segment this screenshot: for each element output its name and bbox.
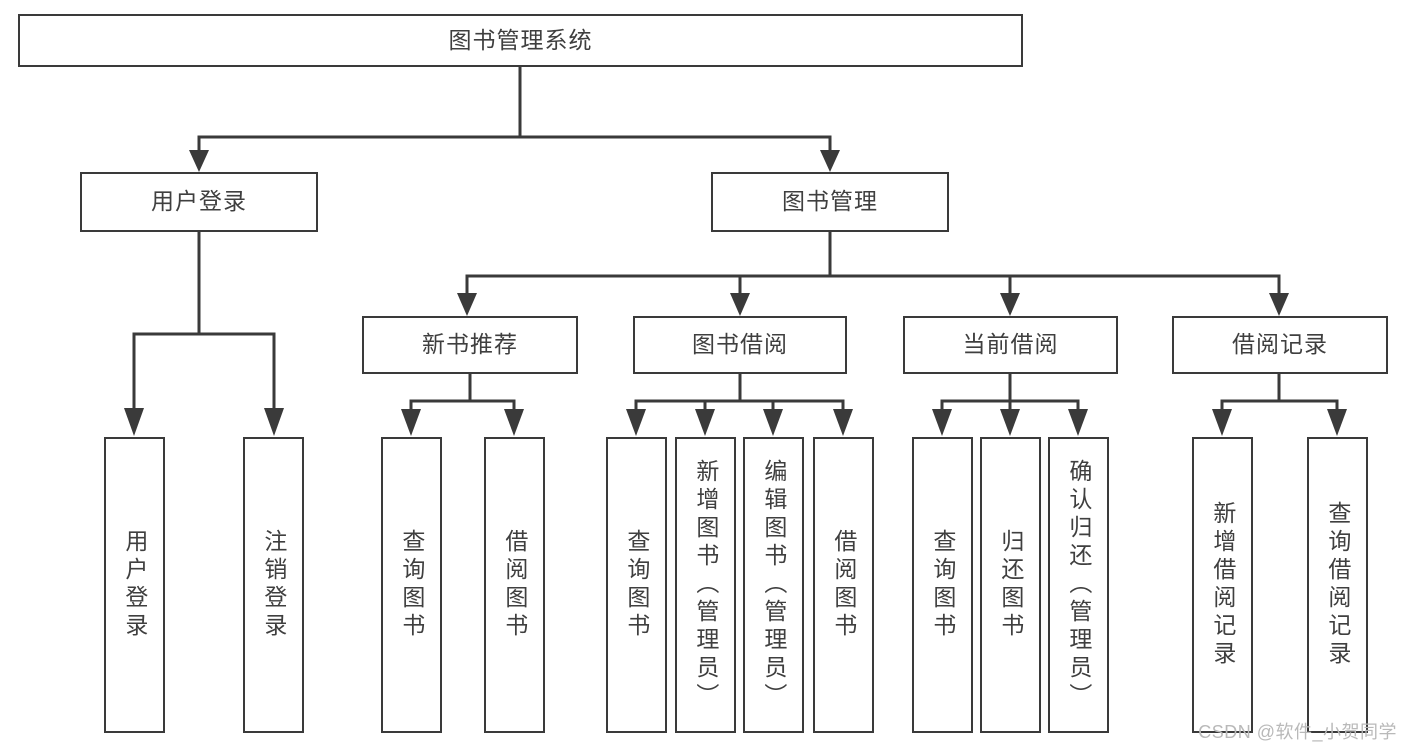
node-label: 借阅图书: [830, 529, 857, 641]
node-book-borrow[interactable]: 图书借阅: [633, 316, 847, 374]
node-label: 当前借阅: [962, 331, 1059, 358]
leaf-current-borrow-return[interactable]: 归还图书: [980, 437, 1041, 733]
leaf-user-login-logout[interactable]: 注销登录: [243, 437, 304, 733]
node-root-system[interactable]: 图书管理系统: [18, 14, 1023, 67]
node-label: 图书管理系统: [448, 26, 593, 53]
leaf-borrow-record-query[interactable]: 查询借阅记录: [1307, 437, 1368, 733]
node-label: 借阅图书: [501, 529, 528, 641]
node-label: 新增图书（管理员）: [692, 459, 719, 711]
leaf-borrow-record-add[interactable]: 新增借阅记录: [1192, 437, 1253, 733]
node-label: 新书推荐: [422, 331, 518, 358]
node-label: 借阅记录: [1232, 331, 1328, 358]
node-user-login[interactable]: 用户登录: [80, 172, 318, 232]
leaf-new-book-query[interactable]: 查询图书: [381, 437, 442, 733]
node-book-management[interactable]: 图书管理: [711, 172, 949, 232]
node-label: 确认归还（管理员）: [1065, 459, 1092, 711]
node-label: 编辑图书（管理员）: [760, 459, 787, 711]
node-label: 查询图书: [398, 529, 425, 641]
leaf-book-borrow-borrow[interactable]: 借阅图书: [813, 437, 874, 733]
leaf-current-borrow-confirm[interactable]: 确认归还（管理员）: [1048, 437, 1109, 733]
node-label: 查询图书: [929, 529, 956, 641]
node-current-borrow[interactable]: 当前借阅: [903, 316, 1118, 374]
watermark-text: CSDN @软件_小贺同学: [1198, 722, 1397, 742]
node-new-book-recommend[interactable]: 新书推荐: [362, 316, 578, 374]
node-label: 归还图书: [997, 529, 1024, 641]
node-label: 注销登录: [260, 529, 287, 641]
node-label: 用户登录: [121, 529, 148, 641]
node-label: 用户登录: [151, 188, 247, 215]
node-label: 图书管理: [782, 188, 878, 215]
leaf-book-borrow-query[interactable]: 查询图书: [606, 437, 667, 733]
node-label: 查询图书: [623, 529, 650, 641]
leaf-current-borrow-query[interactable]: 查询图书: [912, 437, 973, 733]
node-label: 查询借阅记录: [1324, 501, 1351, 669]
node-label: 新增借阅记录: [1209, 501, 1236, 669]
leaf-book-borrow-add[interactable]: 新增图书（管理员）: [675, 437, 736, 733]
leaf-book-borrow-edit[interactable]: 编辑图书（管理员）: [743, 437, 804, 733]
node-label: 图书借阅: [692, 331, 788, 358]
node-borrow-record[interactable]: 借阅记录: [1172, 316, 1388, 374]
leaf-user-login-login[interactable]: 用户登录: [104, 437, 165, 733]
leaf-new-book-borrow[interactable]: 借阅图书: [484, 437, 545, 733]
